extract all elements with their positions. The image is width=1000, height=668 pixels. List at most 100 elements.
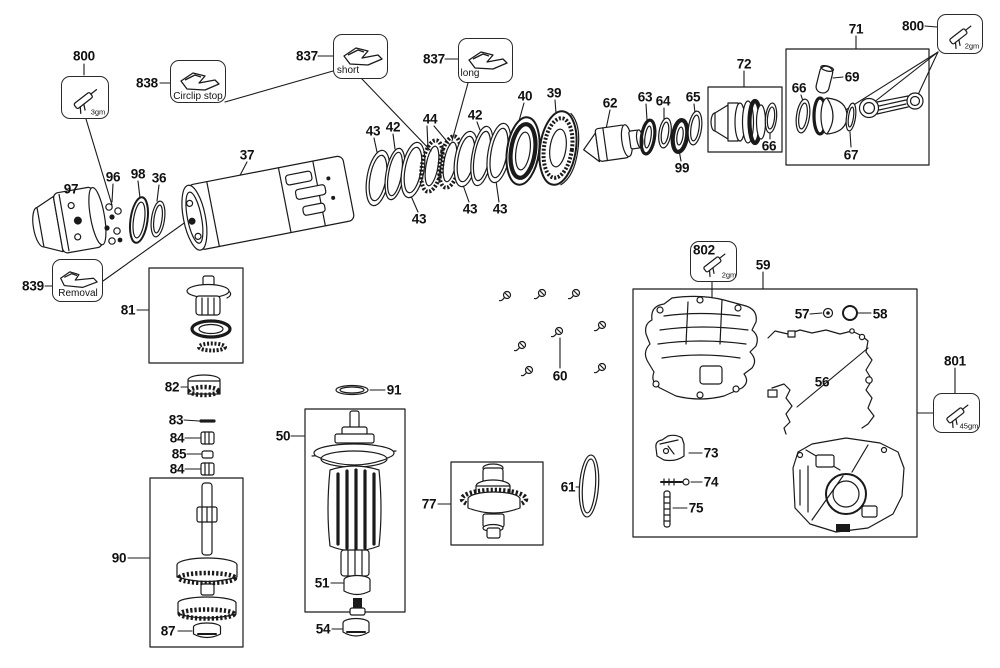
assembly-box-90 (149, 477, 244, 648)
part-number-label: 72 (736, 56, 752, 72)
part-number-label: 60 (552, 368, 568, 384)
gear-case-drawing (644, 295, 758, 400)
grease-amount-label: 45gm (959, 421, 979, 431)
part-number-label: 40 (517, 88, 533, 104)
callout-caption-label: Circlip stop (173, 91, 223, 102)
part-number-label: 84 (169, 461, 185, 477)
ring-98-drawing (128, 196, 150, 244)
pin-85-drawing (201, 450, 214, 459)
circlip-callout-837-short (333, 34, 388, 79)
part-number-label: 42 (467, 107, 483, 123)
part-number-label: 83 (168, 412, 184, 428)
part-number-label: 801 (944, 353, 966, 369)
part-number-label: 43 (365, 123, 381, 139)
bearing-51-drawing (343, 574, 371, 616)
grease-callout-802 (690, 241, 737, 282)
part-number-label: 82 (164, 379, 180, 395)
part-number-label: 97 (63, 181, 79, 197)
ring-64-drawing (658, 117, 672, 149)
part-number-label: 66 (761, 138, 777, 154)
washer-57-drawing (822, 307, 834, 319)
part-number-label: 837 (423, 51, 445, 67)
part-number-label: 98 (130, 166, 146, 182)
part-number-label: 81 (120, 302, 136, 318)
callout-caption-label: Removal (58, 288, 98, 299)
roller-84b-drawing (200, 462, 215, 476)
striker-72-drawing (710, 98, 778, 146)
part-number-label: 800 (73, 48, 95, 64)
part-number-label: 66 (791, 80, 807, 96)
part-number-label: 90 (111, 550, 127, 566)
part-number-label: 50 (275, 428, 291, 444)
part-number-label: 36 (151, 170, 167, 186)
callout-caption-label: short (336, 65, 360, 76)
grease-amount-label: 2gm (964, 41, 980, 51)
spindle-gear-81-drawing (186, 275, 232, 353)
grease-amount-label: 2gm (721, 270, 737, 280)
part-number-label: 43 (492, 201, 508, 217)
part-number-label: 64 (655, 93, 671, 109)
assembly-box-77 (450, 461, 544, 546)
bearing-54-drawing (342, 617, 370, 637)
crank-housing-drawing (792, 437, 905, 533)
part-number-label: 44 (422, 111, 438, 127)
circlip-stop-part-icon (180, 71, 220, 91)
gear-shaft-90-drawing (176, 482, 238, 621)
assembly-box-71 (785, 48, 930, 166)
part-number-label: 87 (160, 623, 176, 639)
part-number-label: 42 (385, 119, 401, 135)
part-number-label: 58 (872, 306, 888, 322)
bearing-39-drawing (538, 110, 580, 186)
pin-74-drawing (660, 478, 690, 486)
part-number-label: 99 (674, 160, 690, 176)
part-number-label: 84 (169, 430, 185, 446)
oring-58-drawing (842, 305, 858, 321)
bearing-87-drawing (192, 622, 222, 639)
part-number-label: 61 (560, 479, 576, 495)
connecting-rod-drawing (858, 92, 924, 119)
part-number-label: 63 (637, 89, 653, 105)
part-number-label: 43 (462, 201, 478, 217)
screws-60-drawing (498, 288, 607, 377)
part-number-label: 43 (411, 211, 427, 227)
part-number-label: 37 (239, 147, 255, 163)
circlip-long-part-icon (467, 50, 508, 70)
part-number-label: 65 (685, 89, 701, 105)
balls-96-drawing (104, 203, 123, 245)
assembly-box-72 (707, 86, 783, 153)
bevel-gear-77-drawing (459, 463, 529, 539)
part-number-label: 77 (421, 496, 437, 512)
part-number-label: 802 (693, 242, 715, 258)
ring-91-inner (339, 386, 365, 394)
part-number-label: 75 (688, 500, 704, 516)
part-number-label: 837 (296, 48, 318, 64)
part-number-label: 96 (105, 169, 121, 185)
part-number-label: 54 (315, 621, 331, 637)
nose-cap-97-drawing (32, 186, 107, 254)
part-number-label: 73 (703, 445, 719, 461)
part-number-label: 62 (602, 95, 618, 111)
part-number-label: 91 (386, 382, 402, 398)
bearing-race-40-drawing (505, 116, 541, 186)
gear-sleeve-82-drawing (187, 374, 221, 398)
spring-pin-75-drawing (663, 490, 671, 528)
grease-callout-800-right (937, 14, 983, 54)
circlip-short-part-icon (342, 46, 383, 66)
seal-99-drawing (670, 118, 690, 154)
wire-gasket-56-drawing (767, 328, 875, 435)
piston-71-drawing (795, 64, 924, 136)
callout-caption-label: long (460, 68, 480, 79)
barrel-37-drawing (181, 155, 355, 251)
ring-63-drawing (639, 118, 657, 156)
part-number-label: 59 (755, 257, 771, 273)
part-number-label: 838 (136, 75, 158, 91)
removal-tool-icon (59, 270, 98, 288)
grease-callout-801 (933, 393, 980, 433)
circlip-stop-callout-838 (170, 60, 226, 103)
bracket-73-drawing (655, 434, 685, 462)
grease-gun-icon (945, 404, 968, 429)
circlip-callout-837-long (458, 38, 513, 83)
grease-amount-label: 3gm (90, 107, 106, 117)
